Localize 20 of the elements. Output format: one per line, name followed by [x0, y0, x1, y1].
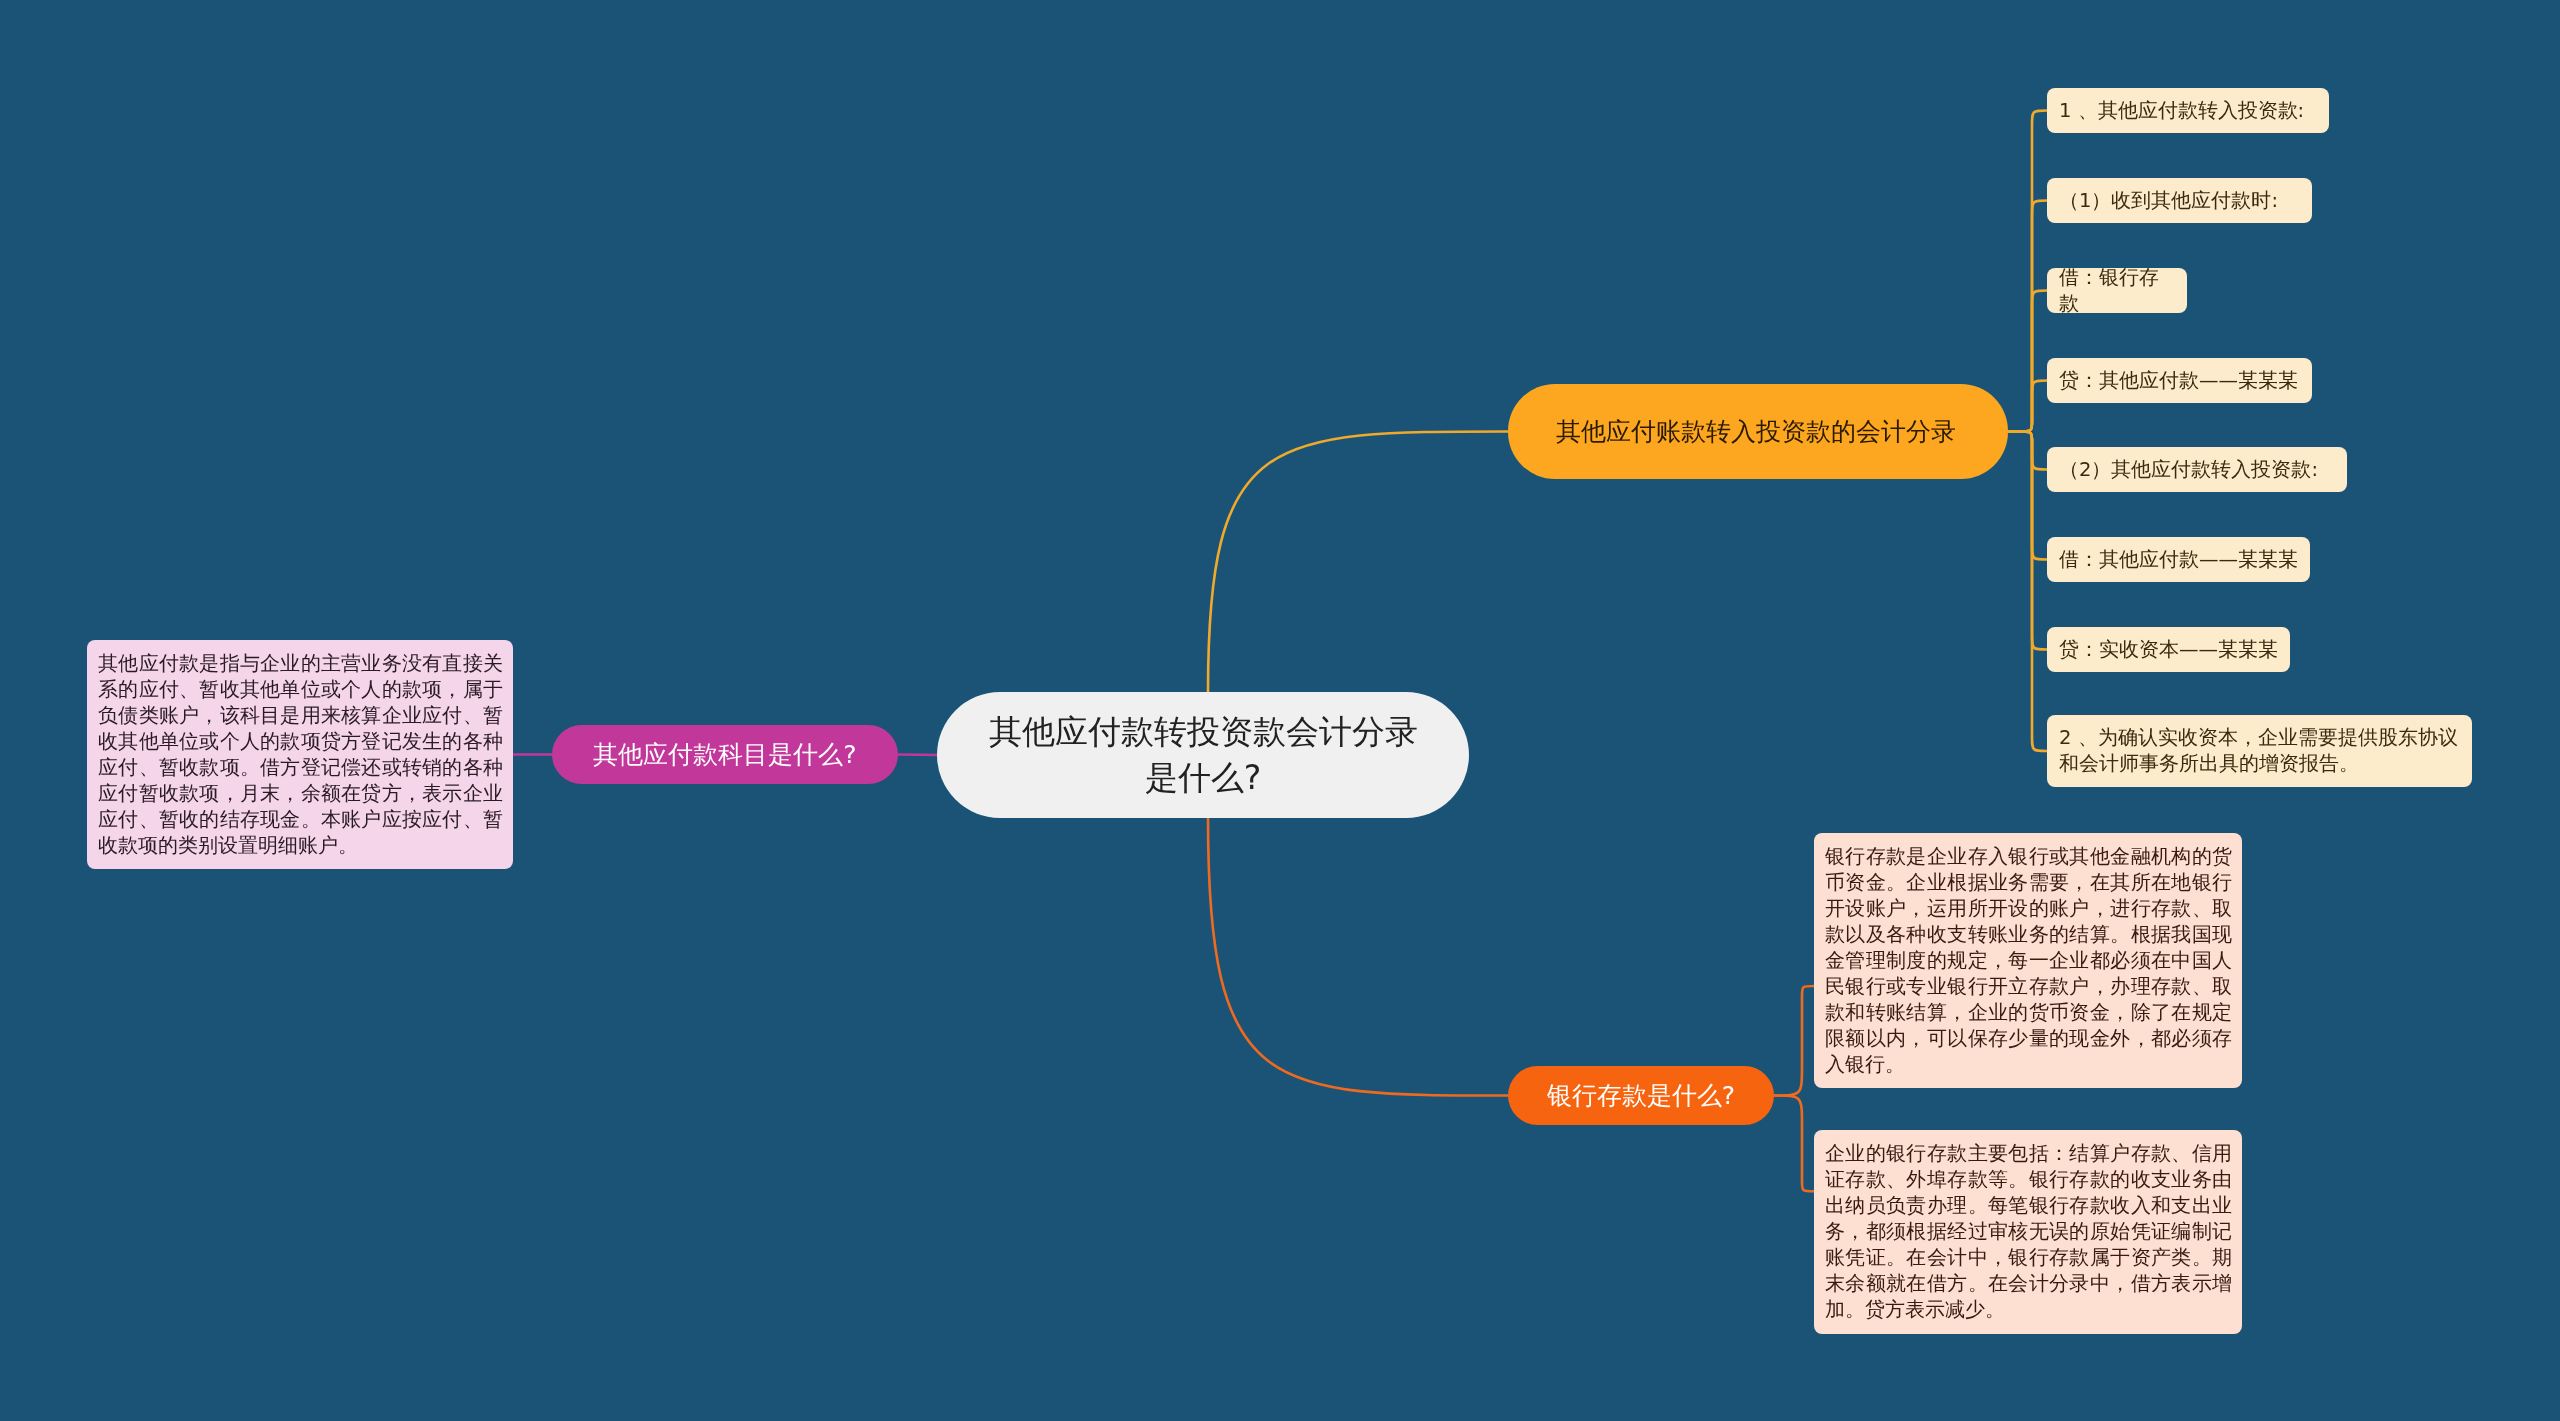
- connector: [513, 753, 552, 756]
- connector: [1206, 817, 1508, 1097]
- text-box: 2 、为确认实收资本，企业需要提供股东协议和会计师事务所出具的增资报告。: [2047, 715, 2472, 787]
- connector: [1206, 430, 1508, 693]
- topic-bubble: 其他应付款科目是什么?: [552, 725, 898, 784]
- connector: [2008, 430, 2047, 753]
- text-box: （1）收到其他应付款时:: [2047, 178, 2312, 223]
- text-box: 1 、其他应付款转入投资款:: [2047, 88, 2329, 133]
- topic-bubble: 其他应付账款转入投资款的会计分录: [1508, 384, 2008, 479]
- text-box: 银行存款是企业存入银行或其他金融机构的货币资金。企业根据业务需要，在其所在地银行开设账户，运用所开设的账户，进行存款、取款以及各种收支转账业务的结算。根据我国现金管理制度的规定，每一企业都必须在中国人民银行或专业银行开立存款户，办理存款、取款和转账结算，企业的货币资金，除了在规定限额以内，可以保存少量的现金外，都必须存入银行。: [1814, 833, 2242, 1088]
- connector: [898, 753, 937, 757]
- text-box: 借：银行存款: [2047, 268, 2187, 313]
- text-box: 借：其他应付款——某某某: [2047, 537, 2310, 582]
- topic-bubble: 银行存款是什么?: [1508, 1066, 1774, 1125]
- text-box: 其他应付款是指与企业的主营业务没有直接关系的应付、暂收其他单位或个人的款项，属于负债类账户，该科目是用来核算企业应付、暂收其他单位或个人的款项贷方登记发生的各种应付、暂收款项。借方登记偿还或转销的各种应付暂收款项，月末，余额在贷方，表示企业应付、暂收的结存现金。本账户应按应付、暂收款项的类别设置明细账户。: [87, 640, 513, 869]
- text-box: （2）其他应付款转入投资款:: [2047, 447, 2347, 492]
- topic-bubble: 其他应付款转投资款会计分录是什么?: [937, 692, 1469, 818]
- text-box: 企业的银行存款主要包括：结算户存款、信用证存款、外埠存款等。银行存款的收支业务由出纳员负责办理。每笔银行存款收入和支出业务，都须根据经过审核无误的原始凭证编制记账凭证。在会计中，银行存款属于资产类。期末余额就在借方。在会计分录中，借方表示增加。贷方表示减少。: [1814, 1130, 2242, 1334]
- text-box: 贷：其他应付款——某某某: [2047, 358, 2312, 403]
- text-box: 贷：实收资本——某某某: [2047, 627, 2290, 672]
